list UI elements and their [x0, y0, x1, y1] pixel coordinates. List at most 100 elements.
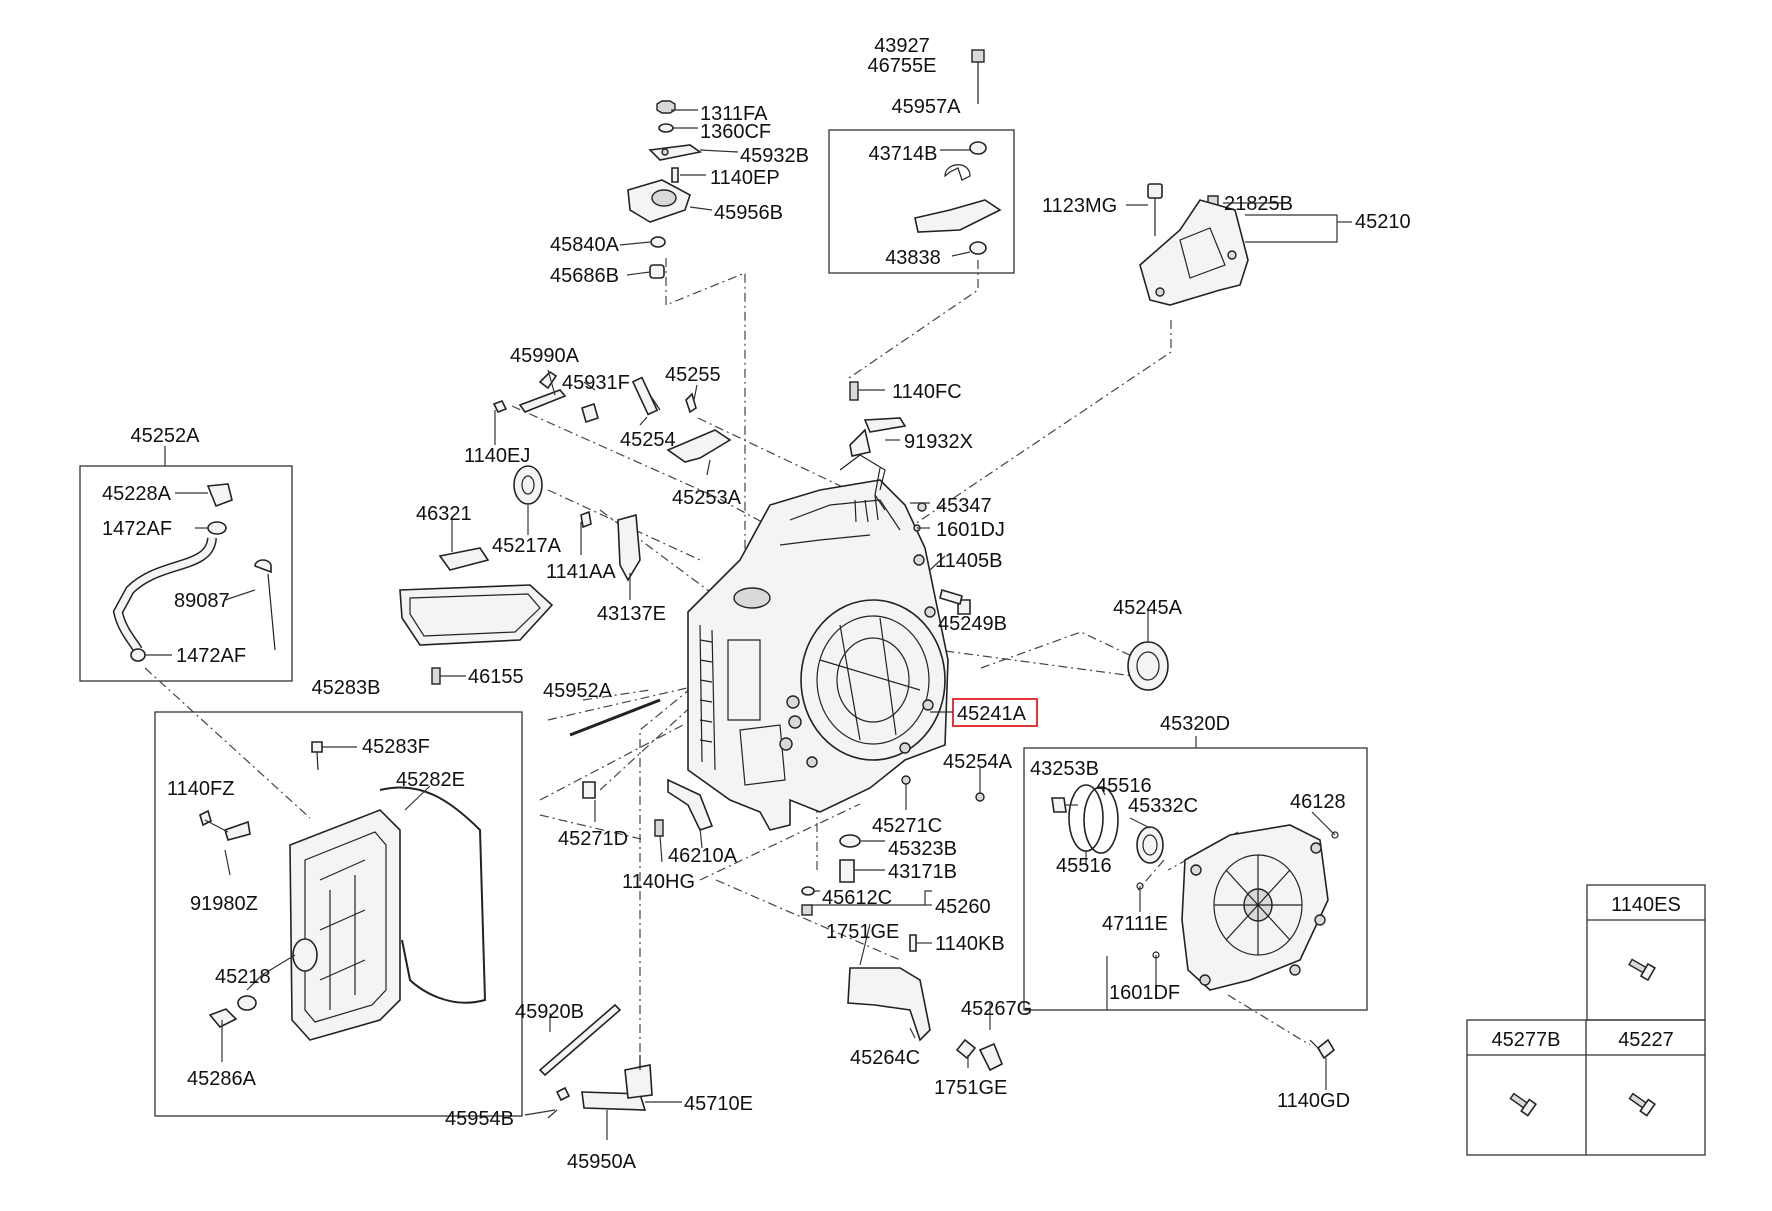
table-header-1140ES: 1140ES	[1611, 894, 1681, 916]
callout-43714B[interactable]: 43714B	[869, 143, 938, 165]
callout-46321[interactable]: 46321	[416, 503, 472, 525]
valve-body-cover-parts	[199, 741, 487, 1041]
callout-1601DF[interactable]: 1601DF	[1109, 982, 1180, 1004]
callout-1140HG[interactable]: 1140HG	[622, 871, 695, 893]
callout-45283B[interactable]: 45283B	[312, 677, 381, 699]
callout-1140KB[interactable]: 1140KB	[935, 933, 1005, 955]
callout-89087[interactable]: 89087	[174, 590, 230, 612]
callout-45282E[interactable]: 45282E	[396, 769, 465, 791]
bolt-icon-45277B	[1509, 1092, 1537, 1117]
callout-45516-top[interactable]: 45516	[1096, 775, 1152, 797]
callout-46210A[interactable]: 46210A	[668, 845, 738, 867]
callout-43838[interactable]: 43838	[885, 247, 941, 269]
callout-45210[interactable]: 45210	[1355, 211, 1411, 233]
callout-43927[interactable]: 43927	[874, 35, 930, 57]
transmission-case-45241A	[687, 454, 949, 831]
callout-45332C[interactable]: 45332C	[1128, 795, 1198, 817]
group-frame-45283B	[154, 711, 523, 1117]
oil-seal-45245A	[1127, 641, 1169, 691]
callout-45710E[interactable]: 45710E	[684, 1093, 753, 1115]
callout-45228A[interactable]: 45228A	[102, 483, 172, 505]
callout-1140EP[interactable]: 1140EP	[710, 167, 780, 189]
bracket-assembly-parts	[914, 49, 1002, 255]
callout-45932B[interactable]: 45932B	[740, 145, 809, 167]
callout-45516-bottom[interactable]: 45516	[1056, 855, 1112, 877]
callout-45245A[interactable]: 45245A	[1113, 597, 1183, 619]
callout-45260[interactable]: 45260	[935, 896, 991, 918]
callout-45264C[interactable]: 45264C	[850, 1047, 920, 1069]
callout-45254[interactable]: 45254	[620, 429, 676, 451]
callout-1140FZ[interactable]: 1140FZ	[167, 778, 234, 800]
mount-bracket-45210	[1139, 183, 1249, 306]
bracket-91932X	[849, 381, 971, 615]
table-header-45277B: 45277B	[1492, 1029, 1561, 1051]
callout-45217A[interactable]: 45217A	[492, 535, 562, 557]
callout-1601DJ[interactable]: 1601DJ	[936, 519, 1005, 541]
callout-1751GE-bottom[interactable]: 1751GE	[934, 1077, 1007, 1099]
callout-45286A[interactable]: 45286A	[187, 1068, 257, 1090]
callout-45347[interactable]: 45347	[936, 495, 992, 517]
rear-cover-parts	[1051, 784, 1339, 1060]
callout-1360CF[interactable]: 1360CF	[700, 121, 771, 143]
callout-45840A[interactable]: 45840A	[550, 234, 620, 256]
callout-45254A[interactable]: 45254A	[943, 751, 1013, 773]
callout-45249B[interactable]: 45249B	[938, 613, 1007, 635]
callout-47111E[interactable]: 47111E	[1102, 913, 1168, 935]
callout-45241A[interactable]: 45241A	[957, 703, 1027, 725]
callout-91980Z[interactable]: 91980Z	[190, 893, 258, 915]
oil-filter-46321	[399, 547, 554, 685]
callout-1140EJ[interactable]: 1140EJ	[464, 445, 530, 467]
callout-1472AF-top[interactable]: 1472AF	[102, 518, 172, 540]
bolt-icon-1140ES	[1628, 958, 1656, 982]
callout-1751GE-top[interactable]: 1751GE	[826, 921, 899, 943]
callout-46155[interactable]: 46155	[468, 666, 524, 688]
callout-21825B[interactable]: 21825B	[1224, 193, 1293, 215]
group-frame-45252A	[79, 465, 293, 682]
callout-labels: 43927 46755E 45957A 43714B 43838 1311FA …	[102, 35, 1411, 1173]
pin-45952A	[569, 698, 661, 737]
callout-45255[interactable]: 45255	[665, 364, 721, 386]
callout-45952A[interactable]: 45952A	[543, 680, 613, 702]
callout-1140FC[interactable]: 1140FC	[892, 381, 962, 403]
callout-45271D[interactable]: 45271D	[558, 828, 628, 850]
callout-45920B[interactable]: 45920B	[515, 1001, 584, 1023]
callout-1140GD[interactable]: 1140GD	[1277, 1090, 1350, 1112]
callout-46128[interactable]: 46128	[1290, 791, 1346, 813]
callout-45954B[interactable]: 45954B	[445, 1108, 514, 1130]
callout-45323B[interactable]: 45323B	[888, 838, 957, 860]
callout-43253B[interactable]: 43253B	[1030, 758, 1099, 780]
callout-45612C[interactable]: 45612C	[822, 887, 892, 909]
callout-1141AA[interactable]: 1141AA	[546, 561, 616, 583]
callout-45271C[interactable]: 45271C	[872, 815, 942, 837]
callout-45283F[interactable]: 45283F	[362, 736, 430, 758]
callout-91932X[interactable]: 91932X	[904, 431, 973, 453]
callout-45320D[interactable]: 45320D	[1160, 713, 1230, 735]
callout-45252A[interactable]: 45252A	[131, 425, 201, 447]
switch-assembly-parts	[627, 100, 702, 279]
callout-11405B[interactable]: 11405B	[935, 550, 1002, 572]
shift-lever-parts	[492, 370, 732, 582]
callout-45686B[interactable]: 45686B	[550, 265, 619, 287]
leader-lines	[145, 109, 1352, 1140]
callout-45956B[interactable]: 45956B	[714, 202, 783, 224]
fastener-table: 1140ES 45277B 45227	[1466, 884, 1706, 1156]
callout-1472AF-bottom[interactable]: 1472AF	[176, 645, 246, 667]
breather-hose-parts	[112, 483, 276, 662]
callout-45218[interactable]: 45218	[215, 966, 271, 988]
group-frame-45957A	[828, 129, 1015, 274]
callout-45990A[interactable]: 45990A	[510, 345, 580, 367]
callout-45267G[interactable]: 45267G	[961, 998, 1032, 1020]
callout-46755E[interactable]: 46755E	[868, 55, 937, 77]
callout-43171B[interactable]: 43171B	[888, 861, 957, 883]
callout-1123MG[interactable]: 1123MG	[1042, 195, 1117, 217]
callout-43137E[interactable]: 43137E	[597, 603, 666, 625]
bolt-icon-45227	[1628, 1092, 1656, 1117]
callout-45931F[interactable]: 45931F	[562, 372, 630, 394]
callout-1311FA[interactable]: 1311FA	[700, 103, 768, 125]
callout-45253A[interactable]: 45253A	[672, 487, 742, 509]
table-header-45227: 45227	[1618, 1029, 1674, 1051]
callout-45957A[interactable]: 45957A	[892, 96, 962, 118]
callout-45950A[interactable]: 45950A	[567, 1151, 637, 1173]
